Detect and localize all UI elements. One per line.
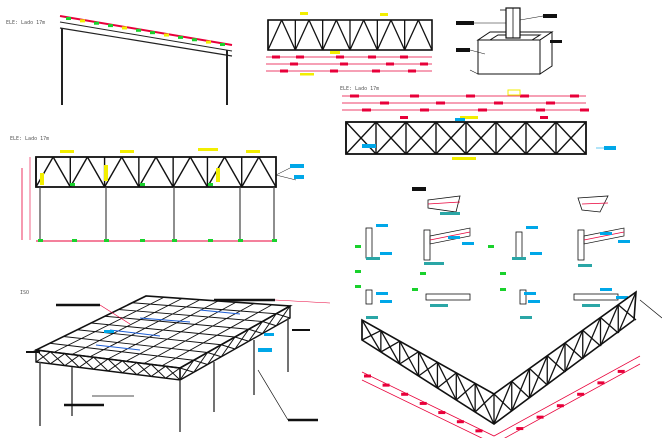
dimension-mark bbox=[456, 420, 464, 424]
dimension-mark bbox=[420, 62, 428, 66]
view-truss-elevation-wide bbox=[342, 89, 616, 160]
dimension-mark bbox=[597, 381, 605, 385]
callout-tag bbox=[376, 224, 388, 227]
view-caption-side-right: ELE: Lado 17m bbox=[10, 136, 50, 142]
dimension-mark bbox=[536, 415, 544, 419]
callout-tag bbox=[600, 232, 612, 235]
rafter-node bbox=[192, 38, 197, 42]
callout-cyan bbox=[275, 164, 304, 181]
view-side-elevation-columns bbox=[21, 148, 304, 242]
dimension-mark bbox=[617, 369, 625, 373]
callout-tag bbox=[524, 292, 536, 295]
view-connection-details bbox=[355, 187, 630, 319]
dimension-mark bbox=[336, 55, 344, 59]
node-marker bbox=[172, 239, 177, 242]
dimension-mark bbox=[577, 392, 585, 396]
callout-tag bbox=[530, 252, 542, 255]
dimension-mark bbox=[330, 69, 338, 73]
rafter-node bbox=[150, 31, 155, 35]
callout-tag bbox=[462, 242, 474, 245]
dimension-mark bbox=[272, 55, 280, 59]
dimension-mark bbox=[400, 55, 408, 59]
dimension-mark bbox=[362, 108, 371, 112]
callout-tag bbox=[528, 300, 540, 303]
view-column-base-detail bbox=[456, 7, 562, 75]
dimension-mark bbox=[438, 411, 446, 415]
view-caption-isometric: ISO bbox=[20, 290, 30, 296]
callout-tag bbox=[600, 288, 612, 291]
dimension-mark bbox=[466, 94, 475, 98]
callout-cyan bbox=[362, 118, 616, 150]
rafter-node bbox=[108, 24, 113, 28]
view-l-shaped-truss bbox=[361, 290, 662, 438]
callout-tag bbox=[526, 226, 538, 229]
callout-tag bbox=[616, 296, 628, 299]
view-isometric-canopy bbox=[26, 295, 331, 432]
dimension-mark bbox=[570, 94, 579, 98]
rafter-node bbox=[164, 33, 169, 37]
node-marker bbox=[140, 239, 145, 242]
dimension-mark bbox=[368, 55, 376, 59]
dimension-mark bbox=[364, 374, 371, 378]
dimension-mark bbox=[546, 101, 555, 105]
dimension-mark bbox=[290, 62, 298, 66]
dimension-mark bbox=[386, 62, 394, 66]
rafter-node bbox=[136, 28, 141, 32]
callout-tag bbox=[380, 300, 392, 303]
dimension-mark bbox=[436, 101, 445, 105]
node-marker bbox=[72, 239, 77, 242]
dimension-mark bbox=[401, 392, 409, 396]
dimension-mark bbox=[410, 94, 419, 98]
dimension-mark bbox=[380, 101, 389, 105]
rafter-node bbox=[122, 26, 127, 30]
view-truss-elevation-small bbox=[266, 12, 433, 76]
node-marker bbox=[140, 183, 145, 186]
dimension-mark bbox=[340, 62, 348, 66]
callout-tag bbox=[448, 236, 460, 239]
dimension-mark bbox=[420, 108, 429, 112]
dimension-mark bbox=[580, 108, 589, 112]
dimension-mark bbox=[494, 101, 503, 105]
node-marker bbox=[70, 183, 75, 186]
view-caption-side-left: ELE: Lado 17m bbox=[6, 20, 46, 26]
rafter-node bbox=[220, 42, 225, 46]
rafter-node bbox=[94, 21, 99, 25]
dimension-mark bbox=[372, 69, 380, 73]
dimension-mark bbox=[478, 108, 487, 112]
node-marker bbox=[38, 239, 43, 242]
dimension-mark bbox=[280, 69, 288, 73]
dimension-mark bbox=[382, 383, 390, 387]
node-marker bbox=[208, 183, 213, 186]
node-marker bbox=[104, 239, 109, 242]
dimension-mark bbox=[350, 94, 359, 98]
node-marker bbox=[272, 239, 277, 242]
dimension-mark bbox=[475, 429, 483, 433]
rafter-node bbox=[80, 19, 85, 23]
dimension-mark bbox=[408, 69, 416, 73]
rafter-node bbox=[66, 17, 71, 21]
callout-tag bbox=[380, 252, 392, 255]
dimension-mark bbox=[536, 108, 545, 112]
node-marker bbox=[208, 239, 213, 242]
dimension-mark bbox=[556, 404, 564, 408]
dimension-mark bbox=[419, 401, 427, 405]
dimension-mark bbox=[296, 55, 304, 59]
rafter-node bbox=[178, 35, 183, 39]
view-caption-front-truss: ELE: Lado 17m bbox=[340, 86, 380, 92]
node-marker bbox=[238, 239, 243, 242]
dimension-mark bbox=[520, 94, 529, 98]
callout-tag bbox=[618, 240, 630, 243]
view-sloped-roof-elevation bbox=[59, 15, 233, 105]
rafter-node bbox=[206, 40, 211, 44]
callout-tag bbox=[376, 292, 388, 295]
dimension-mark bbox=[516, 427, 524, 431]
